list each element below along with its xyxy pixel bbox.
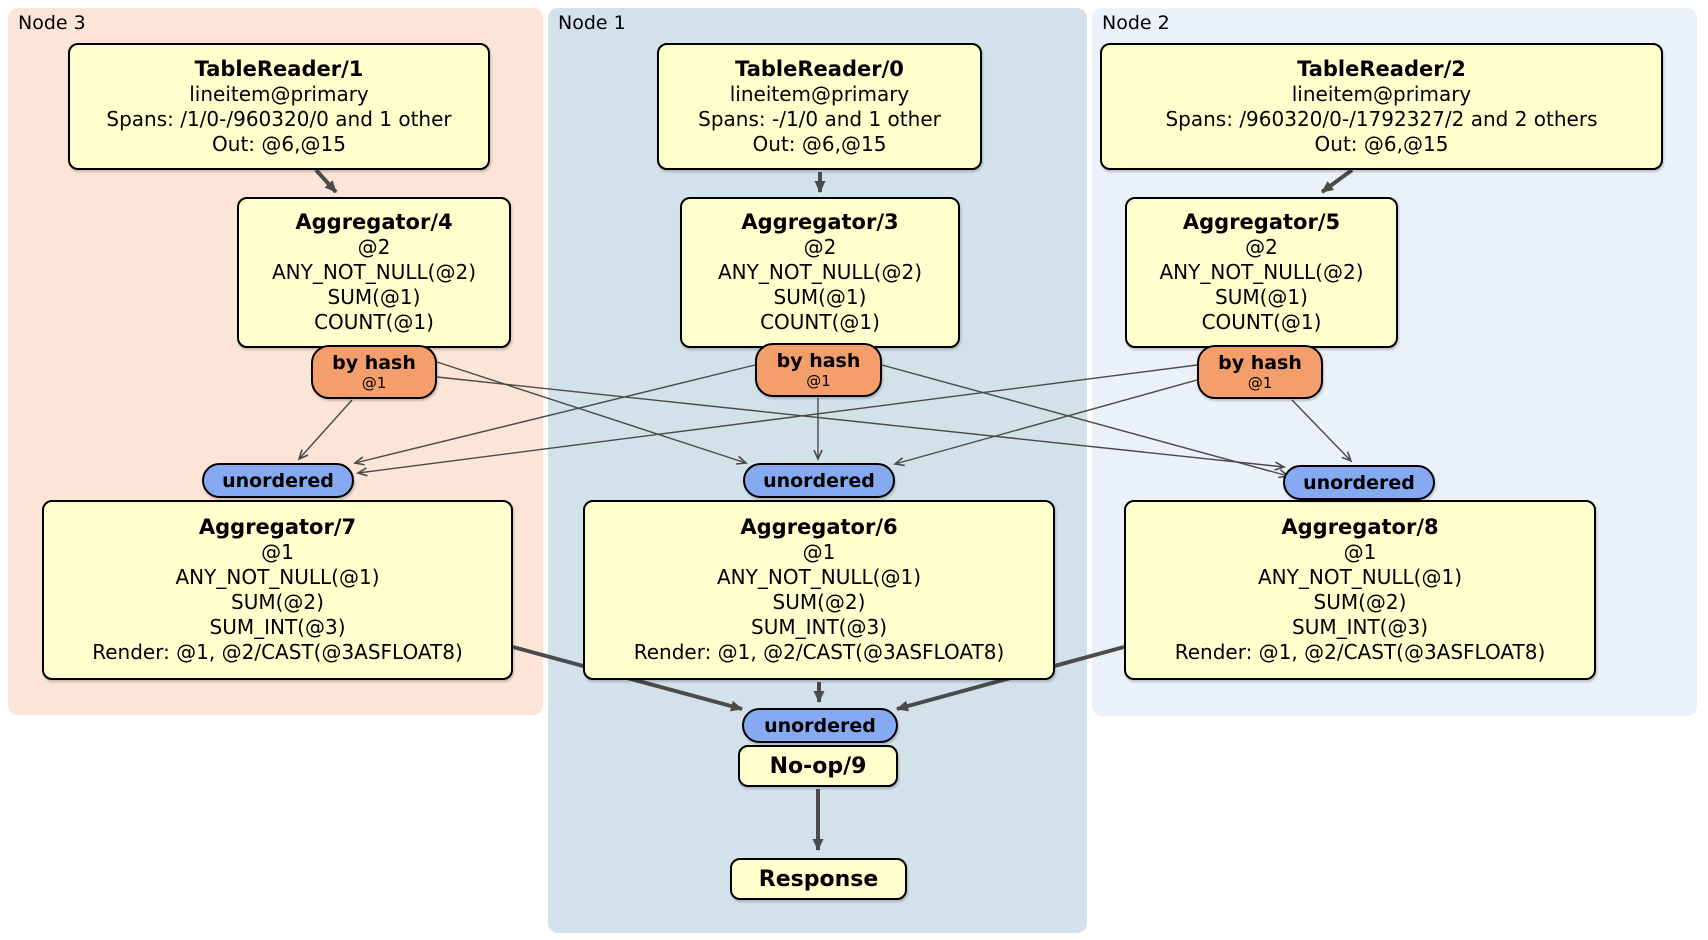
processor-detail-line: Out: @6,@15 (752, 131, 887, 156)
processor-detail-line: SUM(@1) (1215, 285, 1308, 309)
processor-aggregator-4: Aggregator/4 @2 ANY_NOT_NULL(@2) SUM(@1)… (237, 197, 511, 348)
processor-detail-line: @2 (803, 235, 837, 259)
processor-aggregator-5: Aggregator/5 @2 ANY_NOT_NULL(@2) SUM(@1)… (1125, 197, 1398, 348)
processor-title: Aggregator/5 (1182, 210, 1341, 234)
processor-detail-line: COUNT(@1) (760, 310, 880, 334)
processor-detail-line: ANY_NOT_NULL(@2) (718, 260, 922, 284)
processor-detail-line: ANY_NOT_NULL(@1) (175, 565, 380, 589)
processor-title: Aggregator/6 (740, 515, 898, 539)
processor-detail-line: ANY_NOT_NULL(@1) (1258, 565, 1462, 589)
processor-title: Aggregator/4 (295, 210, 453, 234)
processor-detail-line: ANY_NOT_NULL(@2) (272, 260, 476, 284)
sync-unordered-node1: unordered (743, 463, 895, 498)
router-label: by hash (776, 350, 861, 372)
edge-tr2-agg5 (1320, 168, 1354, 194)
processor-detail-line: ANY_NOT_NULL(@1) (717, 565, 921, 589)
router-by-hash-node1: by hash @1 (755, 343, 882, 397)
processor-title: TableReader/2 (1297, 56, 1466, 81)
sync-unordered-node3: unordered (202, 463, 354, 498)
processor-title: Aggregator/3 (741, 210, 899, 234)
processor-detail-line: @1 (802, 540, 836, 564)
sync-unordered-node2: unordered (1283, 465, 1435, 500)
processor-title: No-op/9 (769, 753, 867, 779)
edge-router3-sync3 (297, 399, 353, 461)
processor-detail-line: Spans: /1/0-/960320/0 and 1 other (106, 106, 452, 131)
router-by-hash-node2: by hash @1 (1197, 345, 1323, 399)
processor-detail-line: lineitem@primary (1291, 81, 1472, 106)
router-key: @1 (806, 372, 831, 390)
processor-detail-line: SUM_INT(@3) (1292, 615, 1428, 639)
processor-detail-line: @1 (261, 540, 294, 564)
router-key: @1 (1247, 374, 1273, 392)
processor-detail-line: ANY_NOT_NULL(@2) (1159, 260, 1364, 284)
processor-detail-line: Out: @6,@15 (212, 131, 346, 156)
processor-detail-line: SUM(@2) (772, 590, 866, 614)
processor-detail-line: Render: @1, @2/CAST(@3ASFLOAT8) (1174, 640, 1546, 664)
edge-router2-sync3 (356, 364, 1198, 477)
processor-detail-line: COUNT(@1) (314, 310, 434, 334)
processor-title: Aggregator/8 (1281, 515, 1439, 539)
panel-node3-label: Node 3 (18, 12, 86, 34)
router-by-hash-node3: by hash @1 (311, 345, 437, 399)
processor-detail-line: lineitem@primary (729, 81, 910, 106)
processor-detail-line: SUM_INT(@3) (751, 615, 887, 639)
processor-detail-line: SUM(@1) (773, 285, 867, 309)
processor-aggregator-7: Aggregator/7 @1 ANY_NOT_NULL(@1) SUM(@2)… (42, 500, 513, 680)
processor-detail-line: Render: @1, @2/CAST(@3ASFLOAT8) (633, 640, 1005, 664)
processor-title: TableReader/1 (194, 56, 364, 81)
processor-tablereader-1: TableReader/1 lineitem@primary Spans: /1… (68, 43, 490, 170)
processor-aggregator-6: Aggregator/6 @1 ANY_NOT_NULL(@1) SUM(@2)… (583, 500, 1055, 680)
processor-detail-line: SUM_INT(@3) (209, 615, 346, 639)
router-label: by hash (1218, 352, 1302, 374)
processor-detail-line: @2 (1245, 235, 1278, 259)
edge-router3-sync1 (436, 361, 748, 465)
edge-router3-sync2 (436, 376, 1286, 471)
router-label: by hash (332, 352, 416, 374)
processor-detail-line: Out: @6,@15 (1314, 131, 1449, 156)
processor-detail-line: Render: @1, @2/CAST(@3ASFLOAT8) (92, 640, 463, 664)
processor-title: Response (758, 866, 879, 892)
processor-detail-line: SUM(@2) (231, 590, 324, 614)
edge-router1-sync3 (353, 364, 756, 466)
processor-detail-line: @1 (1343, 540, 1377, 564)
processor-detail-line: @2 (357, 235, 391, 259)
edge-router2-sync2 (1291, 399, 1353, 463)
processor-noop-9: No-op/9 (738, 745, 898, 787)
panel-node1-label: Node 1 (558, 12, 626, 34)
processor-tablereader-2: TableReader/2 lineitem@primary Spans: /9… (1100, 43, 1663, 170)
panel-node2-label: Node 2 (1102, 12, 1170, 34)
sync-unordered-final: unordered (742, 708, 898, 743)
processor-aggregator-8: Aggregator/8 @1 ANY_NOT_NULL(@1) SUM(@2)… (1124, 500, 1596, 680)
processor-detail-line: Spans: -/1/0 and 1 other (698, 106, 941, 131)
edge-tr1-agg4 (314, 168, 338, 194)
processor-detail-line: Spans: /960320/0-/1792327/2 and 2 others (1165, 106, 1598, 131)
edge-router1-sync2 (881, 364, 1290, 479)
processor-detail-line: SUM(@1) (327, 285, 421, 309)
processor-detail-line: COUNT(@1) (1201, 310, 1322, 334)
processor-detail-line: SUM(@2) (1313, 590, 1407, 614)
processor-title: TableReader/0 (735, 56, 904, 81)
processor-response: Response (730, 858, 907, 900)
router-key: @1 (361, 374, 387, 392)
processor-aggregator-3: Aggregator/3 @2 ANY_NOT_NULL(@2) SUM(@1)… (680, 197, 960, 348)
processor-title: Aggregator/7 (198, 515, 357, 539)
processor-detail-line: lineitem@primary (189, 81, 369, 106)
processor-tablereader-0: TableReader/0 lineitem@primary Spans: -/… (657, 43, 982, 170)
edge-router2-sync1 (893, 379, 1198, 467)
